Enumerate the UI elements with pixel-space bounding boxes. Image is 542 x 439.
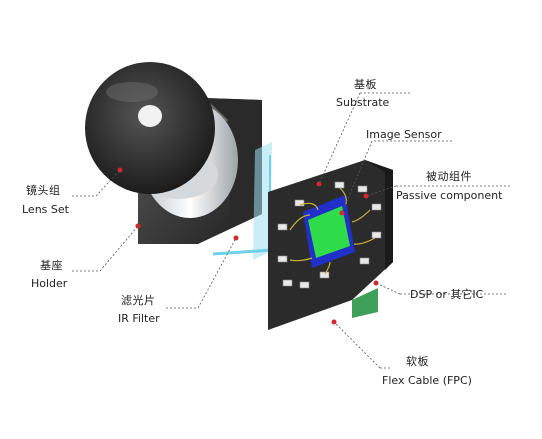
lens-set-label-zh: 镜头组	[26, 184, 61, 197]
passive-component-label-zh: 被动组件	[426, 170, 472, 183]
lens-set-label-en: Lens Set	[22, 203, 69, 216]
ir-filter-label-zh: 滤光片	[121, 294, 156, 307]
flex-cable-label-zh: 软板	[406, 355, 429, 368]
flex-cable	[352, 288, 378, 318]
substrate-label-zh: 基板	[354, 78, 377, 91]
lens-cap	[85, 62, 215, 194]
traces	[289, 187, 376, 275]
passive-components	[277, 181, 382, 289]
leader-lines	[72, 92, 510, 369]
holder-label-zh: 基座	[40, 259, 63, 272]
lens-set	[85, 62, 238, 218]
image-sensor-label: Image Sensor	[366, 128, 442, 141]
passive-component-label-en: Passive component	[396, 189, 503, 202]
ir-filter-label-en: IR Filter	[118, 312, 160, 325]
substrate-label-en: Substrate	[336, 96, 390, 109]
holder-label-en: Holder	[31, 277, 68, 290]
lens-aperture	[138, 105, 162, 127]
flex-cable-label-en: Flex Cable (FPC)	[382, 374, 472, 387]
dsp-label: DSP or 其它IC	[410, 288, 484, 301]
